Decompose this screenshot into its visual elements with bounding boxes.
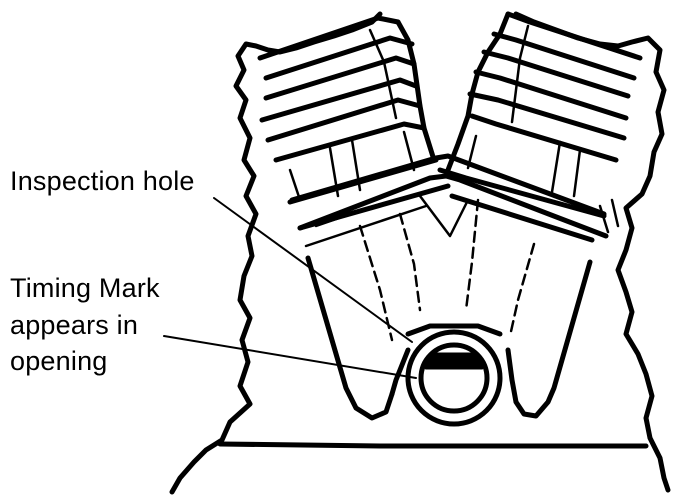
boss-flange <box>405 323 503 337</box>
timing-mark-leader <box>163 335 417 379</box>
inspection-hole-inner-rim <box>418 342 490 414</box>
inspection-hole-leader <box>213 197 413 343</box>
inspection-hole-label: Inspection hole <box>10 166 195 196</box>
timing-mark-label-line-1: Timing Mark <box>10 273 160 303</box>
bottom-pan-line <box>217 441 649 449</box>
inspection-hole <box>405 323 503 427</box>
crankcase-detail <box>358 198 536 342</box>
valley-detail <box>304 194 470 248</box>
crankcase <box>305 255 593 421</box>
right-break-edge <box>513 11 671 493</box>
leader-lines <box>163 197 417 379</box>
right-bank-detail <box>466 24 620 234</box>
valley <box>289 153 609 239</box>
timing-mark-label-line-2: appears in <box>10 310 139 340</box>
timing-mark <box>424 352 484 370</box>
right-cylinder-bank <box>437 11 643 243</box>
inspection-hole-outer-rim <box>405 329 503 427</box>
timing-mark-label-line-3: opening <box>10 346 108 376</box>
left-break-edge <box>169 11 383 495</box>
